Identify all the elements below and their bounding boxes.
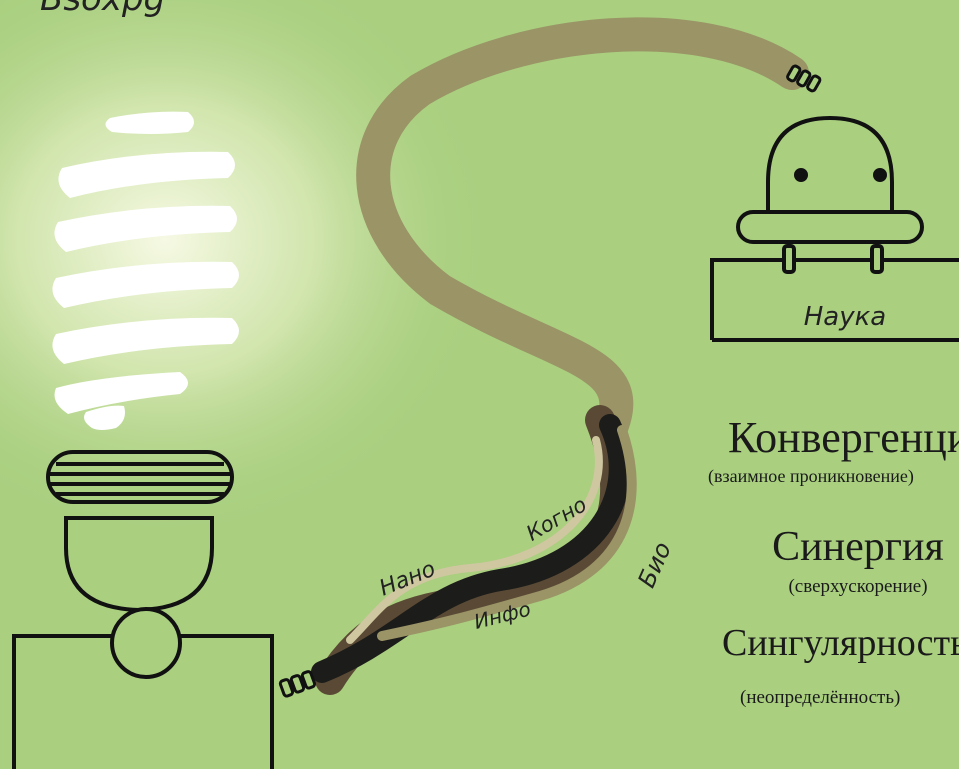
concept-subtitle-singularity: (неопределённость) xyxy=(740,687,900,708)
concept-subtitle-synergy: (сверхускорение) xyxy=(788,576,927,597)
lamp-top-text: Bsoxpg xyxy=(40,0,165,19)
concept-title-convergence: Конвергенция xyxy=(728,413,959,462)
socket-label: Наука xyxy=(804,302,887,332)
concept-title-singularity: Сингулярность xyxy=(722,622,959,664)
concept-subtitle-convergence: (взаимное проникновение) xyxy=(708,466,914,487)
concept-title-synergy: Синергия xyxy=(772,524,944,570)
